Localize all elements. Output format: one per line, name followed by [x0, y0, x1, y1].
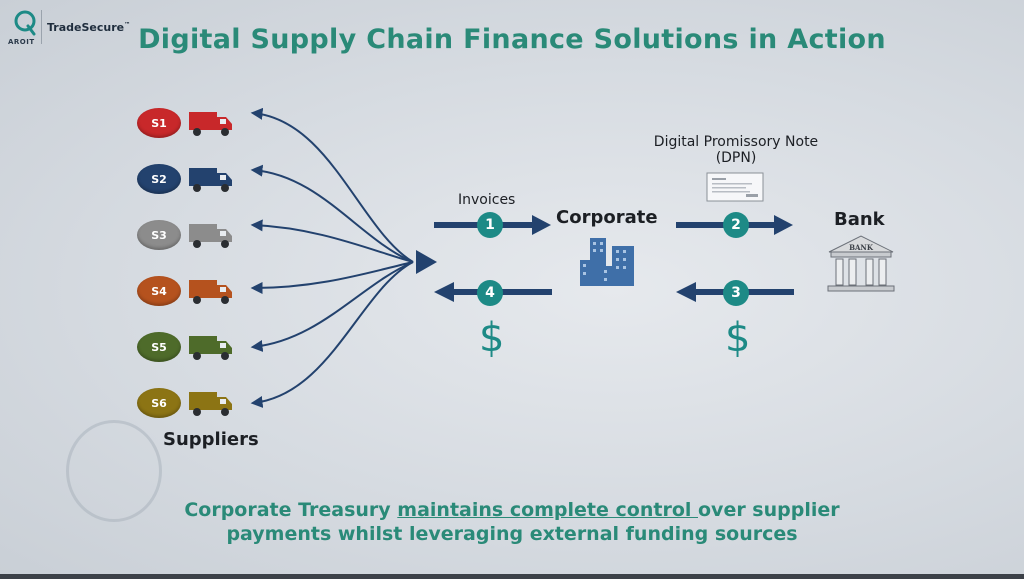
truck-icon — [188, 164, 234, 194]
supplier-badge: S3 — [137, 220, 181, 250]
fan-arrow-s2 — [250, 164, 414, 263]
bank-label: Bank — [834, 209, 885, 230]
truck-icon — [188, 108, 234, 138]
bank-sign-text: BANK — [849, 243, 874, 252]
invoices-label: Invoices — [458, 192, 516, 208]
truck-icon — [188, 276, 234, 306]
step-badge-1: 1 — [477, 212, 503, 238]
fan-arrow-s3 — [250, 219, 414, 263]
supplier-badge: S1 — [137, 108, 181, 138]
bottom-bar — [0, 574, 1024, 579]
truck-icon — [188, 388, 234, 418]
supplier-badge: S6 — [137, 388, 181, 418]
fan-arrow-s4 — [250, 261, 414, 294]
footer-caption: Corporate Treasury maintains complete co… — [184, 499, 840, 545]
logo-icon — [14, 10, 36, 36]
fan-arrow-s6 — [250, 261, 414, 408]
dpn-label: Digital Promissory Note (DPN) — [653, 134, 819, 166]
promissory-note-icon — [706, 172, 764, 202]
hub-arrowhead — [416, 250, 437, 274]
dollar-icon-payment: $ — [479, 315, 505, 361]
corporate-label: Corporate — [556, 207, 658, 228]
logo-text: AROIT — [8, 38, 35, 46]
truck-icon — [188, 220, 234, 250]
truck-icon — [188, 332, 234, 362]
corporate-building-icon — [580, 238, 634, 286]
logo-divider — [41, 10, 42, 44]
fan-arrow-s1 — [250, 107, 414, 263]
bank-building-icon: BANK — [827, 235, 895, 292]
suppliers-label: Suppliers — [163, 429, 259, 450]
supplier-badge: S4 — [137, 276, 181, 306]
dollar-icon-funding: $ — [725, 315, 751, 361]
page-title: Digital Supply Chain Finance Solutions i… — [138, 24, 886, 55]
brand-name: TradeSecure™ — [47, 21, 131, 34]
supplier-badge: S2 — [137, 164, 181, 194]
supplier-fan-arrows — [250, 107, 414, 408]
step-badge-2: 2 — [723, 212, 749, 238]
supplier-badge: S5 — [137, 332, 181, 362]
step-badge-4: 4 — [477, 280, 503, 306]
fan-arrow-s5 — [250, 261, 414, 352]
watermark-seal — [66, 420, 162, 522]
step-badge-3: 3 — [723, 280, 749, 306]
